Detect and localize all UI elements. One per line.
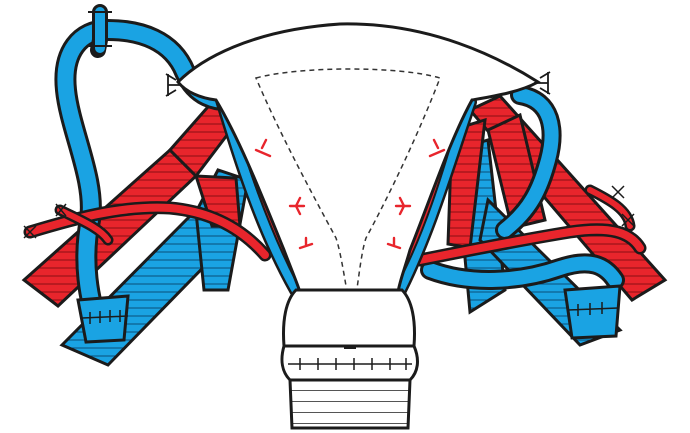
cervix — [284, 290, 415, 346]
cervix-and-vagina — [282, 290, 417, 428]
left-iliac-vessels — [24, 100, 248, 365]
vaginal-graft — [290, 380, 410, 428]
vaginal-cuff — [282, 346, 417, 380]
right-vein-graft-end — [565, 286, 620, 338]
